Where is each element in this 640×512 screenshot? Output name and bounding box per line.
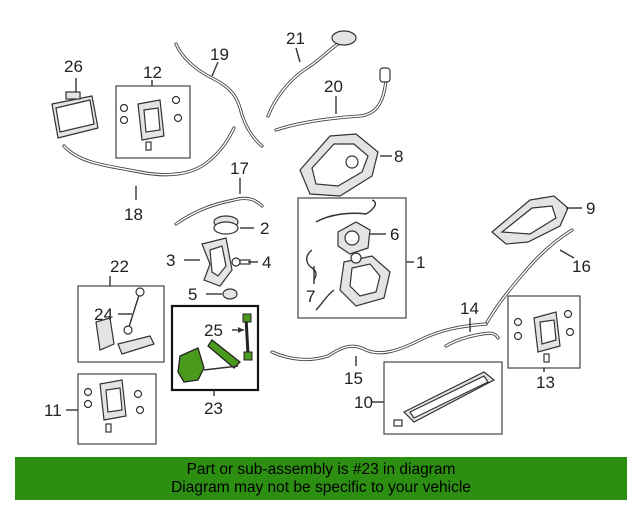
- part-18-line[interactable]: [62, 126, 236, 177]
- part-10-rail[interactable]: [393, 371, 496, 427]
- callout-3: 3: [166, 251, 175, 270]
- part-24-link[interactable]: [95, 287, 155, 355]
- part-11-bracket[interactable]: [83, 379, 145, 433]
- part-16-line[interactable]: [484, 228, 574, 326]
- info-banner: Part or sub-assembly is #23 in diagram D…: [15, 457, 627, 500]
- callout-8: 8: [394, 147, 403, 166]
- callout-2: 2: [260, 219, 269, 238]
- part-23-height-sensor[interactable]: [177, 313, 253, 383]
- callout-7: 7: [306, 287, 315, 306]
- part-8-reservoir[interactable]: [299, 133, 379, 197]
- callout-18: 18: [124, 205, 143, 224]
- callout-26: 26: [64, 57, 83, 76]
- part-5-nut[interactable]: [222, 288, 238, 300]
- part-6-motor[interactable]: [315, 199, 377, 255]
- callout-22: 22: [110, 257, 129, 276]
- parts-diagram: 26 12 18 19 21 20: [44, 29, 595, 445]
- callout-11: 11: [44, 401, 62, 420]
- callout-24: 24: [94, 305, 113, 324]
- part-9-shield[interactable]: [491, 195, 569, 245]
- callout-25: 25: [204, 321, 223, 340]
- callout-1: 1: [416, 253, 425, 272]
- callout-5: 5: [188, 285, 197, 304]
- part-12-bracket[interactable]: [119, 95, 183, 151]
- part-17-line[interactable]: [174, 196, 264, 226]
- callout-14: 14: [460, 299, 479, 318]
- callout-21: 21: [286, 29, 305, 48]
- part-4-bolt[interactable]: [231, 257, 251, 267]
- part-3-bracket[interactable]: [201, 237, 233, 287]
- part-21-assembly[interactable]: [266, 30, 357, 118]
- callout-9: 9: [586, 199, 595, 218]
- part-19-line[interactable]: [174, 42, 264, 148]
- part-7-harness[interactable]: [306, 249, 317, 281]
- banner-line-2: Diagram may not be specific to your vehi…: [171, 479, 471, 496]
- callout-6: 6: [390, 225, 399, 244]
- callout-10: 10: [354, 393, 373, 412]
- part-13-bracket[interactable]: [513, 309, 575, 363]
- callout-23: 23: [204, 399, 223, 418]
- callout-12: 12: [143, 63, 162, 82]
- part-20-line[interactable]: [274, 67, 391, 132]
- part-26-module[interactable]: [51, 78, 99, 139]
- callout-13: 13: [536, 373, 555, 392]
- part-14-line[interactable]: [444, 331, 500, 348]
- callout-19: 19: [210, 45, 229, 64]
- callout-4: 4: [262, 253, 271, 272]
- part-1-compressor[interactable]: [315, 252, 391, 311]
- callout-15: 15: [344, 369, 363, 388]
- part-2-mount[interactable]: [213, 215, 239, 235]
- callout-17: 17: [230, 159, 249, 178]
- callout-20: 20: [324, 77, 343, 96]
- banner-line-1: Part or sub-assembly is #23 in diagram: [186, 461, 456, 478]
- callout-16: 16: [572, 257, 591, 276]
- part-15-line[interactable]: [270, 322, 488, 362]
